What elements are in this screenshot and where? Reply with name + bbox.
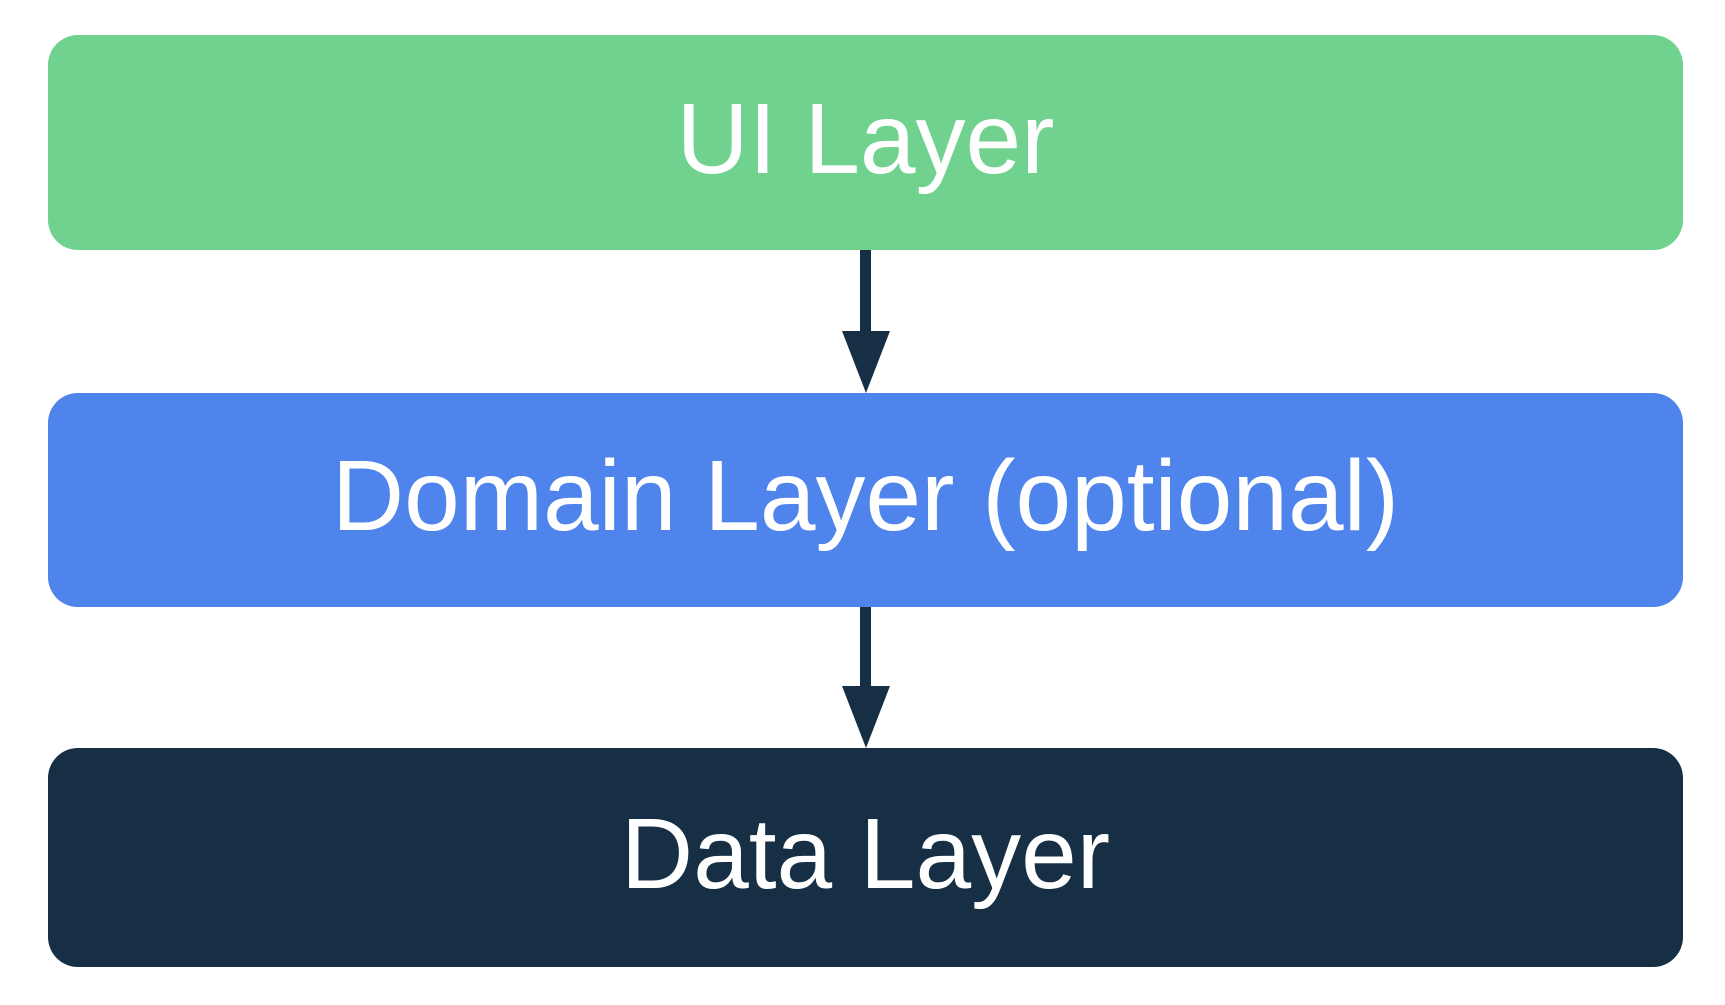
arrow-down-icon xyxy=(841,331,890,393)
domain-layer-box: Domain Layer (optional) xyxy=(48,393,1683,607)
arrow-shaft xyxy=(860,607,871,686)
arrow-ui-to-domain xyxy=(48,250,1683,393)
ui-layer-box: UI Layer xyxy=(48,35,1683,250)
ui-layer-label: UI Layer xyxy=(676,82,1055,195)
arrow-down-icon xyxy=(841,686,890,748)
domain-layer-label: Domain Layer (optional) xyxy=(331,440,1400,552)
data-layer-box: Data Layer xyxy=(48,748,1683,967)
data-layer-label: Data Layer xyxy=(620,797,1111,910)
arrow-domain-to-data xyxy=(48,607,1683,748)
arrow-shaft xyxy=(860,250,871,331)
